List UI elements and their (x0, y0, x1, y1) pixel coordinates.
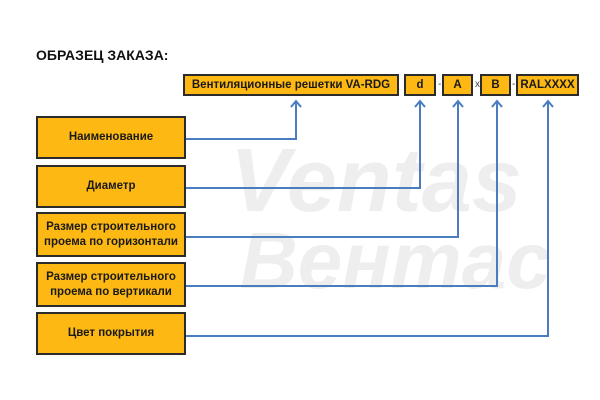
connector-color (186, 101, 549, 337)
connector-width (186, 101, 459, 238)
watermark: Вентас (240, 216, 551, 305)
page-title: ОБРАЗЕЦ ЗАКАЗА: (36, 47, 169, 63)
code-name-box: Вентиляционные решетки VA-RDG (183, 74, 399, 96)
connector-height (186, 101, 498, 287)
separator: - (438, 79, 442, 90)
watermark: Ventas (230, 131, 522, 231)
code-ral-box: RALXXXX (516, 74, 579, 96)
connector-name (186, 101, 297, 140)
label-name: Наименование (36, 116, 186, 159)
code-d-box: d (404, 74, 436, 96)
separator: - (512, 79, 516, 90)
code-a-box: A (442, 74, 473, 96)
separator: x (475, 79, 480, 90)
label-width: Размер строительного проема по горизонта… (36, 212, 186, 257)
connector-diameter (186, 101, 421, 189)
arrow-heads (290, 99, 554, 108)
label-height: Размер строительного проема по вертикали (36, 262, 186, 307)
code-b-box: B (480, 74, 511, 96)
label-diameter: Диаметр (36, 165, 186, 208)
label-color: Цвет покрытия (36, 312, 186, 355)
